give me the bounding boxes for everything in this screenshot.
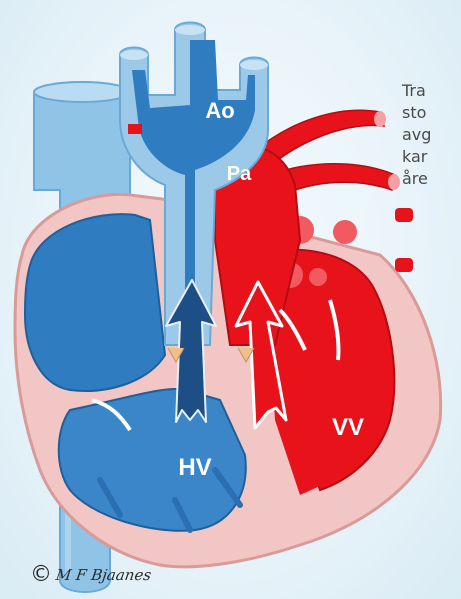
label-right-ventricle: HV bbox=[178, 454, 211, 481]
author-signature: M F Bjaanes bbox=[55, 566, 153, 584]
label-left-ventricle: VV bbox=[332, 414, 364, 441]
side-text-line-1: Tra bbox=[402, 80, 461, 102]
side-text-line-3: avg bbox=[402, 124, 461, 146]
copyright-symbol: © bbox=[30, 562, 52, 587]
label-aorta: Ao bbox=[205, 98, 234, 123]
pulmonary-veins bbox=[395, 208, 413, 272]
copyright-notice: © M F Bjaanes bbox=[30, 562, 151, 587]
right-atrium bbox=[25, 214, 165, 391]
side-text-line-5: åre bbox=[402, 168, 461, 190]
side-text-line-4: kar bbox=[402, 146, 461, 168]
side-text-line-2: sto bbox=[402, 102, 461, 124]
label-pulmonary-artery: Pa bbox=[227, 163, 252, 185]
ductus-arteriosus bbox=[128, 124, 142, 134]
side-text: Tra sto avg kar åre bbox=[402, 80, 461, 190]
